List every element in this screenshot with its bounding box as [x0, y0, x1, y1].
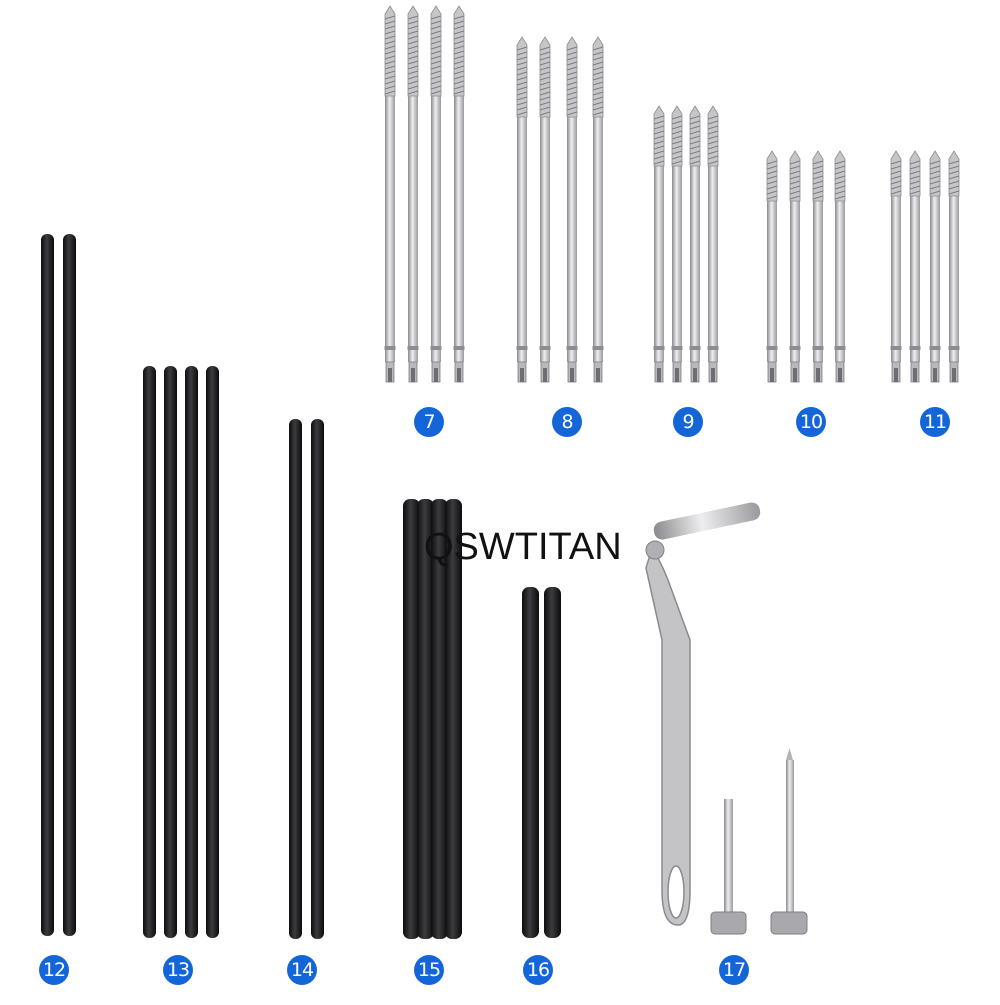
drill-bit [566, 36, 578, 383]
wrench-17 [645, 502, 761, 926]
drill-group-11 [890, 150, 960, 383]
pin-knob [770, 911, 808, 935]
carbon-rod [403, 499, 420, 939]
carbon-rod [289, 419, 302, 939]
wrench-eye [667, 865, 685, 919]
group-badge-14: 14 [287, 955, 317, 985]
group-badge-13: 13 [163, 955, 193, 985]
carbon-rod [522, 587, 539, 938]
drill-bit [671, 105, 683, 383]
group-badge-12: 12 [39, 955, 69, 985]
carbon-rods-12 [41, 234, 76, 936]
pin-shaft [786, 760, 794, 915]
drill-bit [890, 150, 902, 383]
wrench-pivot [645, 540, 665, 560]
drill-bit [453, 5, 465, 383]
drill-bit [653, 105, 665, 383]
drill-bit [789, 150, 801, 383]
pin-shaft [724, 799, 733, 915]
wrench-handle-bar [653, 502, 761, 540]
drill-group-10 [766, 150, 846, 383]
group-badge-8: 8 [552, 407, 582, 437]
drill-bit [689, 105, 701, 383]
group-badge-10: 10 [796, 407, 826, 437]
drill-bit [430, 5, 442, 383]
drill-bit [812, 150, 824, 383]
drill-bit [909, 150, 921, 383]
carbon-rod [544, 587, 561, 938]
group-badge-16: 16 [523, 955, 553, 985]
carbon-rod [143, 366, 156, 938]
carbon-rod [185, 366, 198, 938]
drill-bit [948, 150, 960, 383]
group-badge-7: 7 [414, 407, 444, 437]
drill-bit [766, 150, 778, 383]
carbon-rod [164, 366, 177, 938]
pin-short [710, 799, 747, 935]
carbon-rods-13 [143, 366, 219, 938]
carbon-rods-14 [289, 419, 324, 939]
carbon-rod [311, 419, 324, 939]
drill-bit [516, 36, 528, 383]
pin-knob [710, 911, 747, 935]
drill-group-8 [516, 36, 604, 383]
carbon-rod [445, 499, 462, 939]
carbon-rod [431, 499, 448, 939]
drill-bit [407, 5, 419, 383]
carbon-rod [63, 234, 76, 936]
group-badge-15: 15 [414, 955, 444, 985]
drill-bit [929, 150, 941, 383]
drill-bit [539, 36, 551, 383]
drill-group-9 [653, 105, 719, 383]
drill-bit [834, 150, 846, 383]
wrench-arm [645, 546, 691, 926]
group-badge-9: 9 [673, 407, 703, 437]
carbon-rod [41, 234, 54, 936]
drill-group-7 [384, 5, 465, 383]
carbon-rod [417, 499, 434, 939]
drill-bits [384, 5, 960, 383]
drill-bit [707, 105, 719, 383]
carbon-rod [206, 366, 219, 938]
pin-tip [786, 748, 793, 760]
drill-bit [592, 36, 604, 383]
carbon-rods-16 [522, 587, 561, 938]
group-badge-17: 17 [719, 955, 749, 985]
drill-bit [384, 5, 396, 383]
group-badge-11: 11 [920, 407, 950, 437]
watermark-text: QSWTITAN [424, 526, 622, 568]
pin-long [770, 748, 808, 935]
carbon-rods-15 [403, 499, 462, 939]
